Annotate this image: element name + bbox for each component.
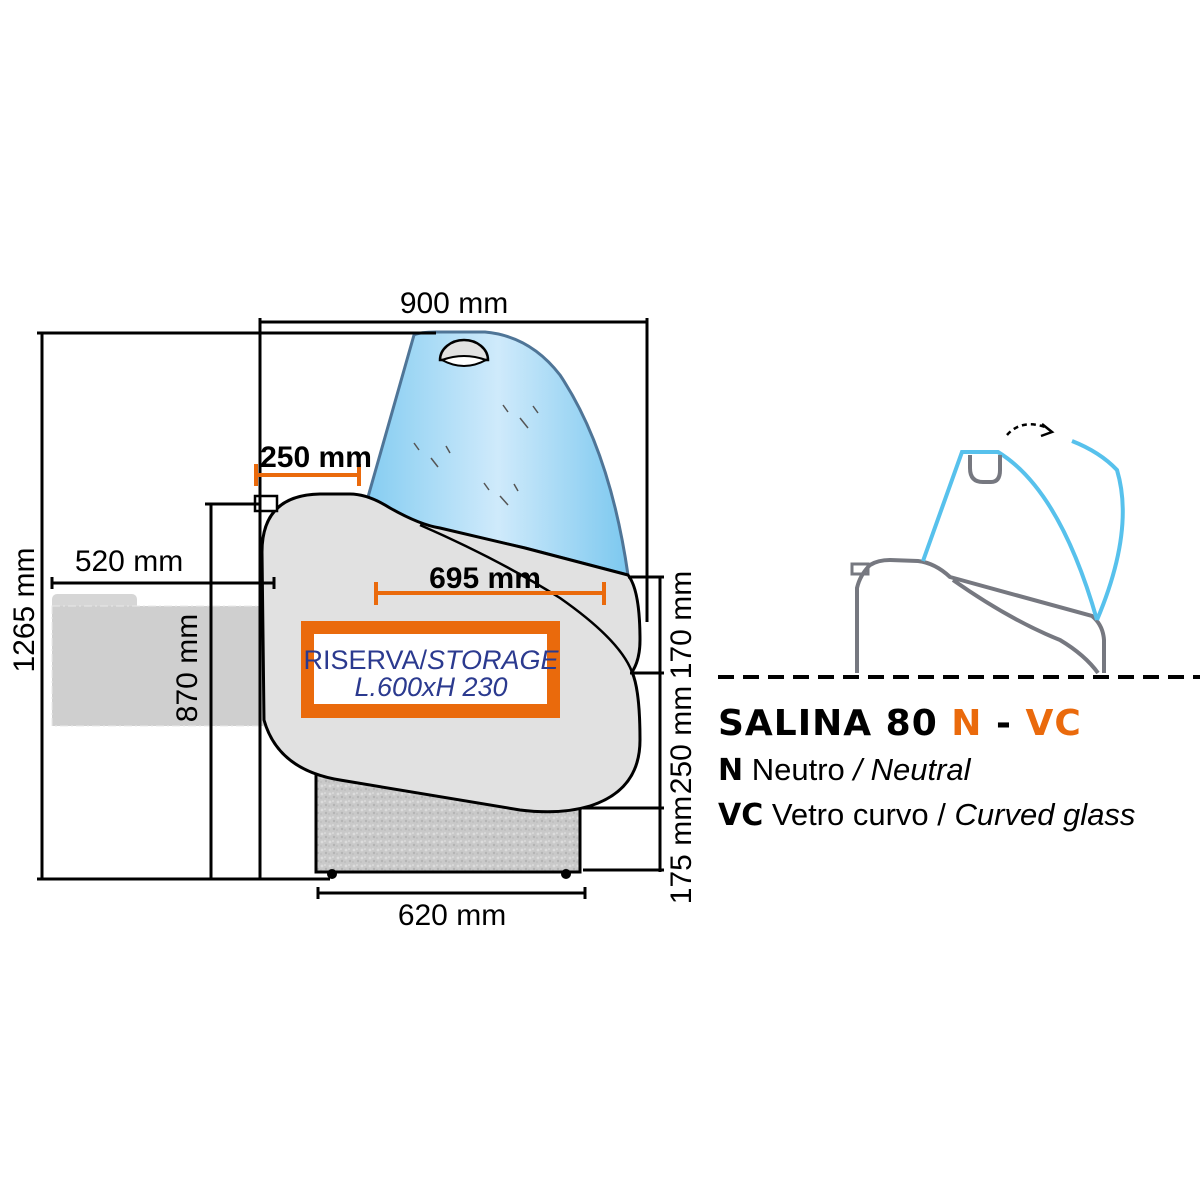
label-display-depth: 695 mm bbox=[429, 562, 541, 595]
glass-reflection-marks bbox=[413, 404, 539, 506]
label-height-upper: 170 mm bbox=[665, 571, 698, 679]
curved-glass-opening-icon bbox=[850, 423, 1125, 675]
orange-dimension-lines bbox=[254, 464, 606, 605]
model-code-vc: VC bbox=[1025, 703, 1082, 744]
label-base-width: 620 mm bbox=[398, 899, 506, 932]
label-top-shelf-depth: 250 mm bbox=[260, 441, 372, 474]
model-separator: - bbox=[995, 703, 1012, 744]
lamp-icon bbox=[438, 338, 490, 367]
model-code-n: N bbox=[951, 703, 983, 744]
label-height-base: 175 mm bbox=[665, 796, 698, 904]
label-height-middle: 250 mm bbox=[665, 686, 698, 794]
dimension-lines bbox=[37, 318, 664, 899]
storage-size: L.600xH 230 bbox=[354, 672, 507, 702]
model-legend: SALINA 80 N - VC N Neutro / Neutral VC V… bbox=[718, 700, 1135, 838]
storage-box: RISERVA/STORAGE L.600xH 230 bbox=[301, 621, 560, 718]
wheel-right bbox=[561, 869, 571, 879]
model-name: SALINA 80 bbox=[718, 703, 938, 744]
storage-label: RISERVA/STORAGE bbox=[303, 645, 559, 675]
lamp-icon bbox=[968, 455, 1002, 484]
dashed-curved-arrow-icon bbox=[1006, 423, 1049, 436]
label-overall-width: 900 mm bbox=[400, 287, 508, 320]
model-title: SALINA 80 N - VC bbox=[718, 700, 1135, 748]
counter-ghost bbox=[51, 594, 265, 727]
label-overall-height: 1265 mm bbox=[8, 547, 41, 672]
legend-row-vc: VC Vetro curvo / Curved glass bbox=[718, 797, 1136, 833]
wheel-left bbox=[327, 869, 337, 879]
display-tray-line bbox=[419, 523, 634, 673]
label-counter-height: 870 mm bbox=[171, 614, 204, 722]
label-counter-overhang: 520 mm bbox=[75, 545, 183, 578]
legend-row-n: N Neutro / Neutral bbox=[718, 752, 971, 788]
